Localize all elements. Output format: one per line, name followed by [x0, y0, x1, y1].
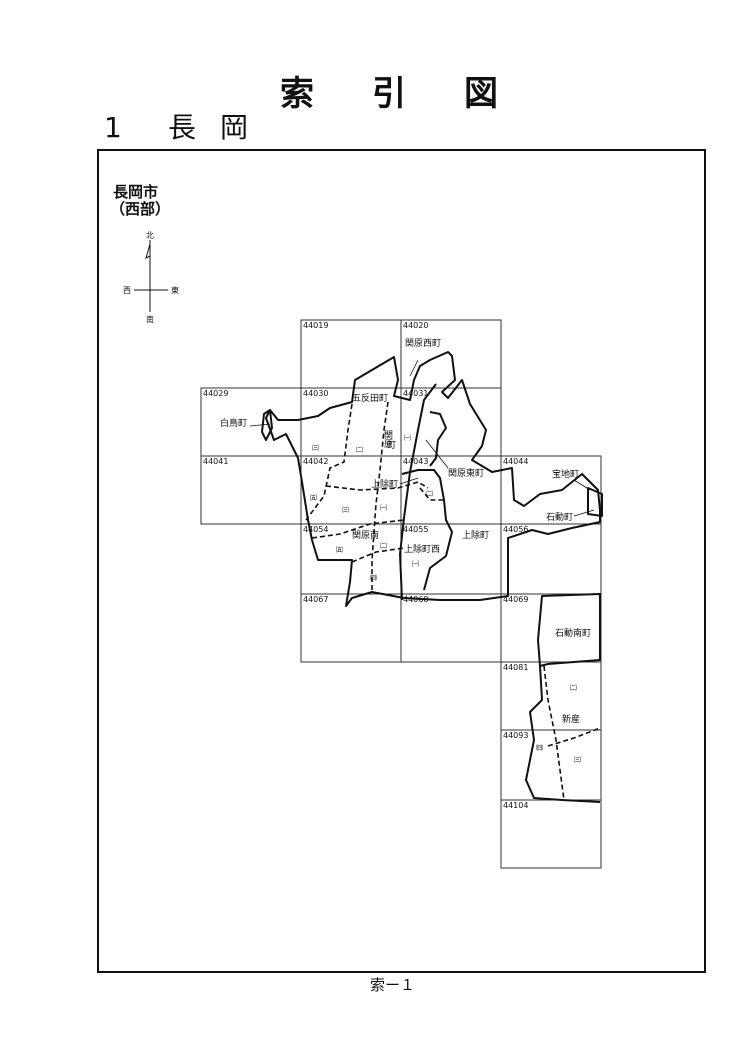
- town-label-kamijoe-nishi: 上除町西: [404, 543, 440, 555]
- shinsan-boundary: [525, 665, 601, 803]
- subline-6: [543, 665, 565, 801]
- sheet-44068[interactable]: [400, 593, 502, 663]
- sheet-44043[interactable]: [400, 455, 502, 525]
- sheet-label-44042: 44042: [303, 457, 328, 466]
- sheet-label-44055: 44055: [403, 525, 428, 534]
- page-title: 索引図: [280, 74, 556, 114]
- sheet-label-44043: 44043: [403, 457, 428, 466]
- compass-north-arrow-icon: [145, 243, 151, 259]
- chome-label-minami-5: ㈤: [336, 545, 343, 554]
- sheet-label-44093: 44093: [503, 731, 528, 740]
- compass-south-label: 南: [146, 314, 154, 324]
- sheet-label-44056: 44056: [503, 525, 528, 534]
- town-label-sekihara-vertical-1: 関原: [382, 430, 393, 448]
- kamijoe-boundary: [401, 469, 453, 591]
- sheet-label-44067: 44067: [303, 595, 328, 604]
- sheet-44093[interactable]: [500, 729, 602, 801]
- chome-label-kamijoe-nishi-1: ㈠: [412, 559, 419, 568]
- sheet-44019[interactable]: [300, 319, 402, 389]
- town-labels: 関原西町 五反田町 白鳥町 関原 町 関原東町 宝地町 上除町 石動町 関原南 …: [220, 338, 591, 725]
- chome-label-minami-2: ㈡: [380, 541, 387, 550]
- section-number: 1: [104, 111, 122, 144]
- town-label-gotanda: 五反田町: [352, 393, 388, 404]
- leader-takaranochi: [573, 479, 591, 491]
- town-label-kamijoe-2: 上除町: [462, 529, 489, 541]
- sheet-label-44020: 44020: [403, 321, 428, 330]
- compass-east-label: 東: [171, 285, 179, 295]
- chome-label-shinsan-4: ㈣: [536, 743, 543, 752]
- sheet-44041[interactable]: [200, 455, 302, 525]
- section-name: 長岡: [168, 111, 273, 144]
- subline-7: [547, 727, 601, 747]
- sheet-label-44069: 44069: [503, 595, 528, 604]
- subline-3: [325, 481, 429, 491]
- sheet-44029[interactable]: [200, 387, 302, 457]
- chome-label-shinsan-2: ㈡: [570, 683, 577, 692]
- leader-ishido: [573, 509, 595, 517]
- city-subtitle: （西部）: [110, 200, 171, 218]
- chome-label-west-3: ㈢: [342, 505, 349, 514]
- town-label-sekihara-higashi: 関原東町: [448, 467, 484, 479]
- sheet-label-44041: 44041: [203, 457, 228, 466]
- subline-8: [419, 487, 444, 501]
- east-inner-boundary: [429, 411, 447, 467]
- chome-label-sekihara-1: ㈠: [404, 433, 411, 442]
- compass-rose: 北 南 東 西: [123, 231, 179, 324]
- sheet-label-44104: 44104: [503, 801, 528, 810]
- chome-labels: ㈢ ㈡ ㈠ ㈤ ㈢ ㈠ ㈡ ㈤ ㈡ ㈣ ㈠ ㈡ ㈣ ㈢: [310, 433, 581, 764]
- page-footer: 索ー１: [370, 976, 416, 994]
- chome-label-higashi-2: ㈡: [426, 489, 433, 498]
- subline-5: [351, 547, 405, 563]
- chome-label-gotanda-3: ㈢: [312, 443, 319, 452]
- town-label-shiratori: 白鳥町: [220, 417, 247, 429]
- leader-shiratori: [249, 423, 271, 427]
- leader-sekihara-higashi: [425, 439, 449, 469]
- map-frame: [97, 149, 706, 973]
- town-label-ishido: 石動町: [546, 512, 573, 523]
- town-label-shinsan: 新産: [562, 713, 580, 725]
- town-label-sekihara-vertical-2: 町: [387, 441, 396, 451]
- sub-area-lines: [305, 401, 601, 801]
- sheet-44042[interactable]: [300, 455, 402, 525]
- sheet-44104[interactable]: [500, 799, 602, 869]
- sheet-label-44054: 44054: [303, 525, 328, 534]
- city-name: 長岡市: [113, 183, 159, 201]
- leader-sekihara-nishi: [409, 359, 419, 377]
- subline-1: [371, 401, 389, 590]
- sheet-label-44044: 44044: [503, 457, 528, 466]
- compass-west-label: 西: [123, 286, 131, 295]
- subline-4: [311, 519, 405, 539]
- chome-label-west-5: ㈤: [310, 493, 317, 502]
- town-label-sekihara-minami: 関原南: [352, 529, 379, 541]
- leader-kamijoe: [399, 477, 419, 485]
- sheet-label-44030: 44030: [303, 389, 328, 398]
- sheet-44069[interactable]: [500, 593, 602, 663]
- takaranochi-boundary: [587, 487, 603, 517]
- subline-2: [305, 403, 353, 521]
- shiratori-shape: [261, 409, 273, 441]
- sheet-44067[interactable]: [300, 593, 402, 663]
- chome-label-shinsan-3: ㈢: [574, 755, 581, 764]
- chome-label-west-1: ㈠: [380, 503, 387, 512]
- sheet-label-44031: 44031: [403, 389, 428, 398]
- chome-label-gotanda-2: ㈡: [356, 445, 363, 454]
- town-label-sekihara-nishi: 関原西町: [405, 338, 441, 349]
- district-boundaries: [261, 351, 603, 803]
- leader-lines: [249, 359, 595, 517]
- town-label-kamijoe-1: 上除町: [371, 478, 398, 490]
- sheet-44081[interactable]: [500, 661, 602, 731]
- sheet-label-44029: 44029: [203, 389, 228, 398]
- west-district-boundary: [265, 351, 601, 607]
- compass-north-label: 北: [146, 231, 154, 240]
- town-label-takaranochi: 宝地町: [552, 468, 579, 480]
- chome-label-minami-4: ㈣: [370, 573, 377, 582]
- sheet-label-44081: 44081: [503, 663, 528, 672]
- town-label-ishido-minami: 石動南町: [555, 627, 591, 639]
- ishido-minami-boundary: [537, 593, 601, 667]
- sheet-label-44019: 44019: [303, 321, 328, 330]
